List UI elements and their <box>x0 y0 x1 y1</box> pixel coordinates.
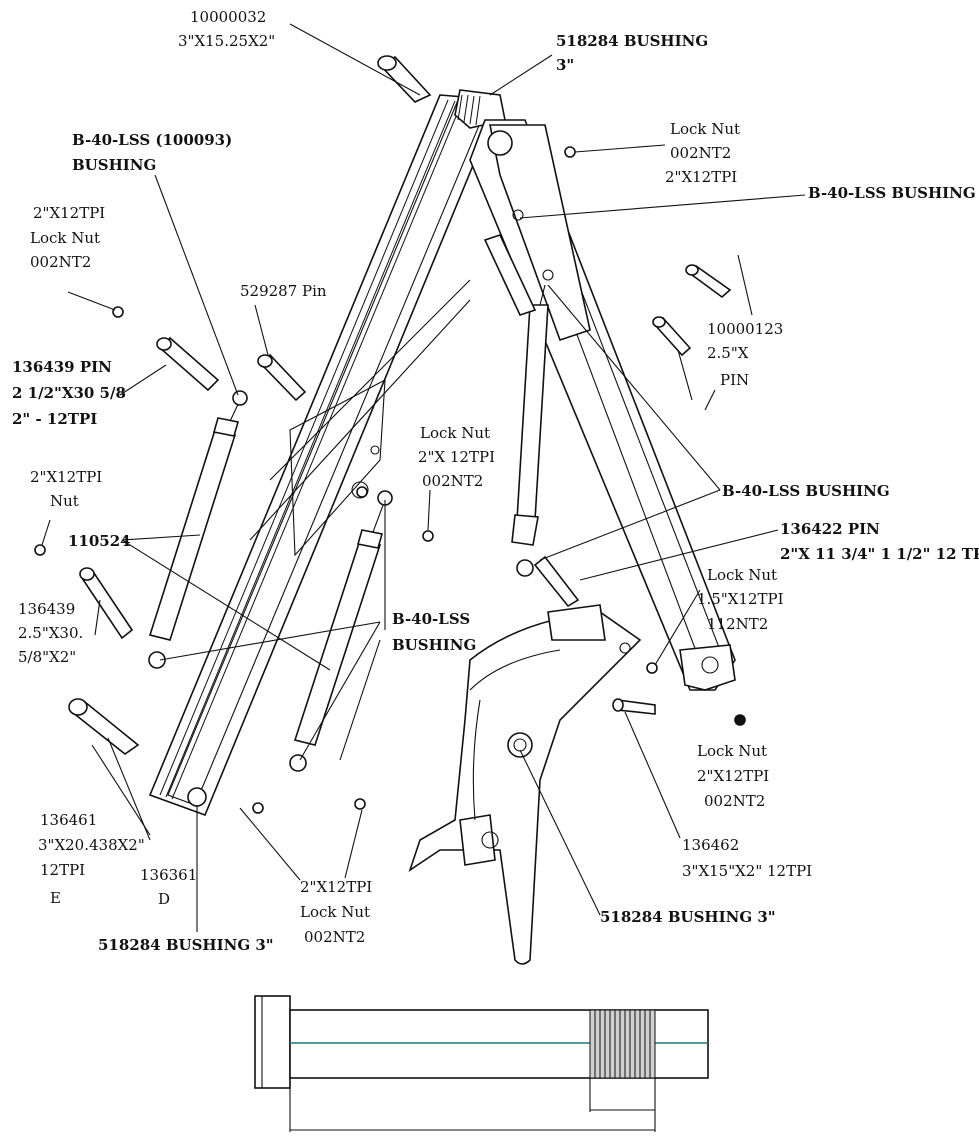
label-pin-136462-2: 3"X15"X2" 12TPI <box>682 862 812 880</box>
label-pin-10000123-1: 10000123 <box>707 320 783 338</box>
label-pin-529287: 529287 Pin <box>240 282 327 300</box>
label-pin-136461-4: E <box>50 889 61 907</box>
label-b40-left-2: BUSHING <box>72 156 156 174</box>
pin-10000123-lower <box>652 316 692 357</box>
label-pin-136462-1: 136462 <box>682 836 739 854</box>
label-nut-left-2: Lock Nut <box>30 229 100 247</box>
bucket-assembly <box>408 604 642 965</box>
label-nut-left-3: 002NT2 <box>30 253 91 271</box>
pin-10000123-upper <box>685 264 732 299</box>
label-nut-left-1: 2"X12TPI <box>33 204 105 222</box>
label-pin-136422-2: 2"X 11 3/4" 1 1/2" 12 TPI <box>780 545 979 563</box>
label-nut-bottom-1: 2"X12TPI <box>300 878 372 896</box>
label-nut-bottom-2: Lock Nut <box>300 903 370 921</box>
label-pin-136461-1: 136461 <box>40 811 97 829</box>
pin-529287 <box>257 353 307 402</box>
label-pin-136361-1: 136361 <box>140 866 197 884</box>
label-locknut-r2-1: Lock Nut <box>707 566 777 584</box>
label-pin-136361-2: D <box>158 890 170 908</box>
label-locknut-mid-2: 2"X 12TPI <box>418 448 495 466</box>
lock-nuts <box>34 146 746 814</box>
label-pin-136422-1: 136422 PIN <box>780 520 880 538</box>
label-bushing-top-1: 518284 BUSHING <box>556 32 708 50</box>
pin-136462 <box>612 698 656 715</box>
cylinder-right-bucket <box>483 234 549 577</box>
label-locknut-tr-3: 2"X12TPI <box>665 168 737 186</box>
pin-136439-upper <box>156 336 220 392</box>
label-pin-136461-2: 3"X20.438X2" <box>38 836 145 854</box>
pin-136439-lower <box>79 567 134 640</box>
label-pin-top-part: 10000032 <box>190 8 266 26</box>
labels: 10000032 3"X15.25X2" 518284 BUSHING 3" L… <box>12 8 979 954</box>
pin-10000032 <box>377 55 432 103</box>
label-pin-top-size: 3"X15.25X2" <box>178 32 275 50</box>
label-nut-midleft-2: Nut <box>50 492 79 510</box>
label-locknut-br-1: Lock Nut <box>697 742 767 760</box>
label-pin-10000123-2: 2.5"X <box>707 344 749 362</box>
cylinder-center-110524 <box>289 490 393 772</box>
label-bushing-top-2: 3" <box>556 56 574 74</box>
label-locknut-br-3: 002NT2 <box>704 792 765 810</box>
pin-136422 <box>533 555 580 608</box>
label-pin-136461-3: 12TPI <box>40 861 85 879</box>
label-pin-136439-1: 136439 PIN <box>12 358 112 376</box>
label-locknut-mid-3: 002NT2 <box>422 472 483 490</box>
label-bushing-bottom-right: 518284 BUSHING 3" <box>600 908 776 926</box>
label-bushing-bottom-left: 518284 BUSHING 3" <box>98 936 274 954</box>
label-locknut-r2-2: 1.5"X12TPI <box>697 590 784 608</box>
label-locknut-br-2: 2"X12TPI <box>697 767 769 785</box>
pin-detail-view <box>254 995 709 1132</box>
label-b40-mid-right: B-40-LSS BUSHING <box>722 482 890 500</box>
label-locknut-mid-1: Lock Nut <box>420 424 490 442</box>
label-b40-left-1: B-40-LSS (100093) <box>72 131 232 149</box>
label-locknut-tr-1: Lock Nut <box>670 120 740 138</box>
label-nut-bottom-3: 002NT2 <box>304 928 365 946</box>
dipper-arm <box>469 119 736 691</box>
label-pin-136439b-1: 136439 <box>18 600 75 618</box>
label-pin-136439-3: 2" - 12TPI <box>12 410 97 428</box>
label-pin-136439b-3: 5/8"X2" <box>18 648 76 666</box>
leader-lines <box>41 23 806 932</box>
pin-136461 <box>68 698 140 755</box>
label-pin-136439b-2: 2.5"X30. <box>18 624 83 642</box>
label-b40-bottom-1: B-40-LSS <box>392 610 470 628</box>
label-b40-bottom-2: BUSHING <box>392 636 476 654</box>
label-locknut-r2-3: 112NT2 <box>707 615 768 633</box>
label-pin-136439-2: 2 1/2"X30 5/8 <box>12 384 126 402</box>
label-nut-midleft-1: 2"X12TPI <box>30 468 102 486</box>
label-b40-right: B-40-LSS BUSHING <box>808 184 976 202</box>
label-locknut-tr-2: 002NT2 <box>670 144 731 162</box>
label-pin-10000123-3: PIN <box>720 371 749 389</box>
label-cyl-110524: 110524 <box>68 532 131 550</box>
